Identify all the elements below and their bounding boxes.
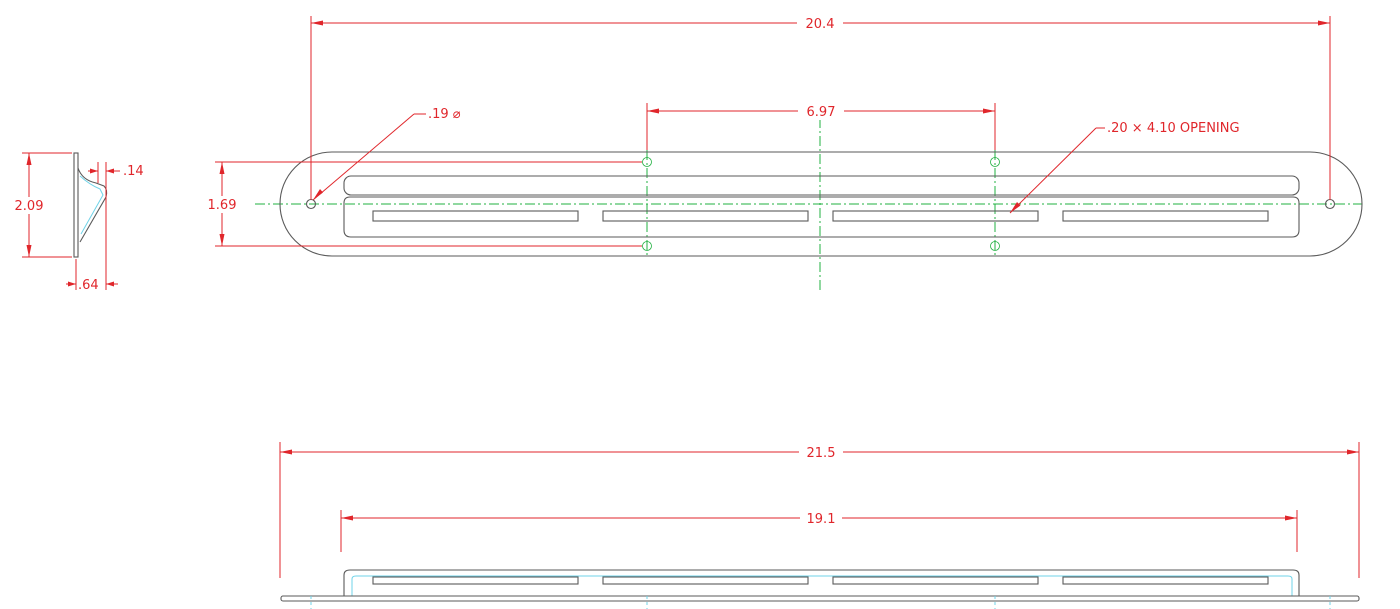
opening-4 xyxy=(1062,210,1269,222)
arrow-opening xyxy=(1010,202,1021,213)
front-scoop-body xyxy=(343,569,1300,596)
leader-hole-dia xyxy=(312,113,415,201)
hole-top-left xyxy=(642,157,652,167)
arrow-20-4-right xyxy=(1318,20,1330,26)
hole-top-right xyxy=(990,157,1000,167)
arrow-0-14-right xyxy=(106,168,114,174)
arrow-0-14-left xyxy=(90,168,98,174)
front-opening-1 xyxy=(372,576,579,585)
arrow-19-1-left xyxy=(341,515,353,521)
arrow-20-4-left xyxy=(311,20,323,26)
arrow-1-69-bottom xyxy=(219,234,225,246)
dim-label-0-64: .64 xyxy=(78,278,99,293)
upper-lip xyxy=(343,175,1300,196)
dim-label-2-09: 2.09 xyxy=(15,199,44,214)
arrow-21-5-left xyxy=(280,449,292,455)
arrow-6-97-left xyxy=(647,108,659,114)
hole-bottom-right xyxy=(990,241,1000,251)
dim-label-1-69: 1.69 xyxy=(208,198,237,213)
lower-housing xyxy=(343,196,1300,238)
arrow-1-69-top xyxy=(219,162,225,174)
arrow-hole-dia xyxy=(313,189,323,200)
arrow-6-97-right xyxy=(983,108,995,114)
dim-label-0-14: .14 xyxy=(123,164,144,179)
dim-label-21-5: 21.5 xyxy=(807,446,836,461)
front-opening-4 xyxy=(1062,576,1269,585)
arrow-0-64-right xyxy=(106,281,114,287)
side-view: 2.09 .14 .64 xyxy=(10,152,144,293)
label-opening: .20 × 4.10 OPENING xyxy=(1107,121,1240,136)
arrow-19-1-right xyxy=(1285,515,1297,521)
dim-label-20-4: 20.4 xyxy=(806,17,835,32)
arrow-21-5-right xyxy=(1347,449,1359,455)
front-opening-3 xyxy=(832,576,1039,585)
top-view: 20.4 6.97 .19 ⌀ .20 × 4.10 OPENING 1.69 xyxy=(204,14,1363,290)
front-base-plate xyxy=(280,595,1360,602)
label-hole-dia: .19 ⌀ xyxy=(428,107,461,122)
arrow-2-09-top xyxy=(26,153,32,165)
opening-2 xyxy=(602,210,809,222)
plate-outline xyxy=(279,151,1363,257)
side-scoop-profile xyxy=(77,167,108,243)
opening-3 xyxy=(832,210,1039,222)
opening-1 xyxy=(372,210,579,222)
arrow-0-64-left xyxy=(68,281,76,287)
leader-opening xyxy=(1009,127,1097,214)
front-view: 21.5 19.1 xyxy=(279,442,1360,609)
hole-bottom-left xyxy=(642,241,652,251)
side-scoop-hidden xyxy=(79,175,104,235)
front-scoop-hidden xyxy=(351,575,1293,596)
side-flange xyxy=(73,152,79,258)
dim-label-19-1: 19.1 xyxy=(807,512,836,527)
arrow-2-09-bottom xyxy=(26,245,32,257)
dim-label-6-97: 6.97 xyxy=(807,105,836,120)
front-opening-2 xyxy=(602,576,809,585)
